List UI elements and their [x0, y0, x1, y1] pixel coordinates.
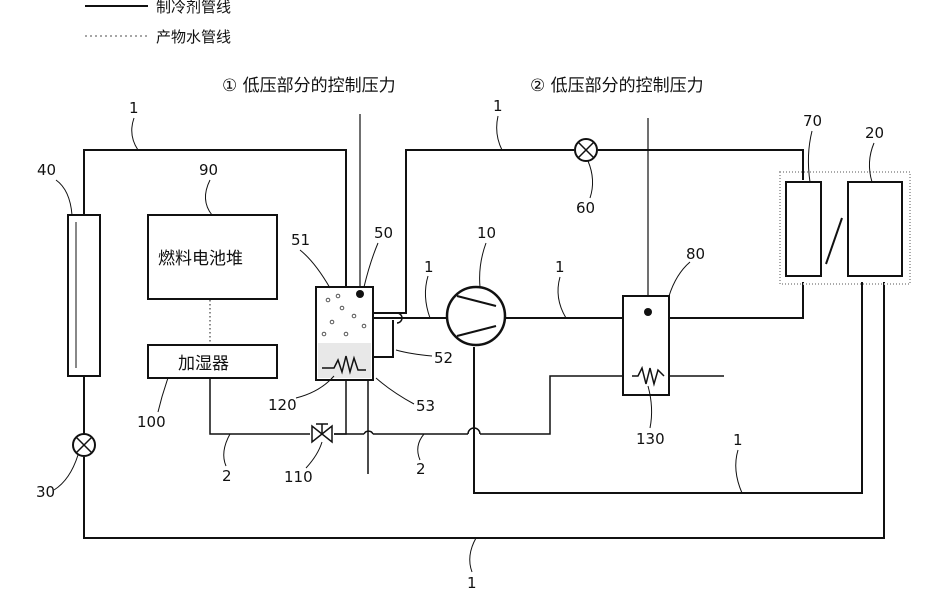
legend: 制冷剂管线 产物水管线 [85, 0, 231, 46]
label-40: 40 [37, 161, 56, 179]
tank-50 [316, 287, 373, 380]
water-line-valve-to-tank [334, 380, 346, 434]
valve-30-icon [73, 434, 95, 456]
label-52: 52 [434, 349, 453, 367]
label-1-tank: 1 [424, 258, 434, 276]
label-1-lower-right: 1 [733, 431, 743, 449]
label-90: 90 [199, 161, 218, 179]
legend-water-label: 产物水管线 [156, 28, 231, 46]
label-1-top-left: 1 [129, 99, 139, 117]
label-10: 10 [477, 224, 496, 242]
water-line-to-heater [480, 376, 632, 434]
label-110: 110 [284, 468, 313, 486]
refrigerant-line-tank-to-compressor-2 [373, 320, 393, 357]
label-51: 51 [291, 231, 310, 249]
humidifier-label: 加湿器 [178, 354, 229, 374]
label-120: 120 [268, 396, 297, 414]
control-pressure-1-label: ① 低压部分的控制压力 [222, 76, 396, 96]
component-20-box [848, 182, 902, 276]
fuel-cell-stack-label: 燃料电池堆 [158, 249, 243, 269]
component-link-slash [826, 218, 842, 264]
label-1-top-right: 1 [493, 97, 503, 115]
legend-refrigerant-label: 制冷剂管线 [156, 0, 231, 16]
label-100: 100 [137, 413, 166, 431]
label-70: 70 [803, 112, 822, 130]
label-80: 80 [686, 245, 705, 263]
label-30: 30 [36, 483, 55, 501]
label-2-left: 2 [222, 467, 232, 485]
compressor-10-icon [447, 287, 505, 345]
label-1-middle: 1 [555, 258, 565, 276]
valve-110-icon [312, 424, 332, 442]
label-50: 50 [374, 224, 393, 242]
control-pressure-2-label: ② 低压部分的控制压力 [530, 76, 704, 96]
component-80-sensor-dot [644, 308, 652, 316]
component-70-box [786, 182, 821, 276]
valve-60-icon [575, 139, 597, 161]
label-2-right: 2 [416, 460, 426, 478]
refrigerant-line-top-right-2 [598, 150, 803, 180]
label-60: 60 [576, 199, 595, 217]
label-1-bottom: 1 [467, 574, 477, 592]
label-130: 130 [636, 430, 665, 448]
label-20: 20 [865, 124, 884, 142]
label-53: 53 [416, 397, 435, 415]
component-40-tube [68, 215, 100, 376]
